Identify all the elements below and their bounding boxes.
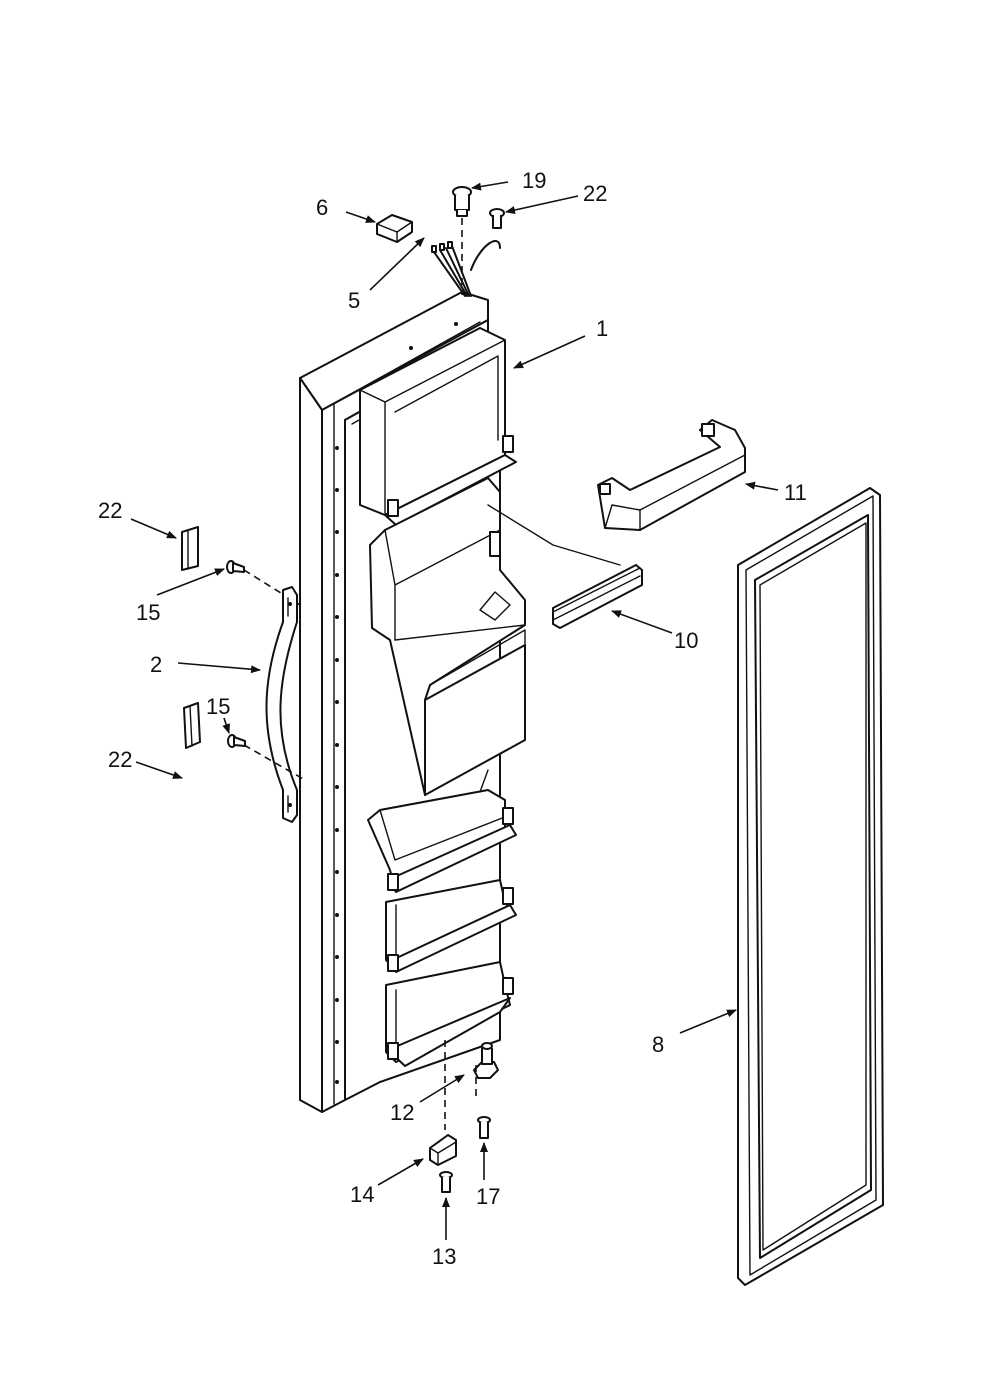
callout-17: 17 [476,1184,500,1209]
part-2-door-handle [265,586,298,823]
top-door-bin [359,327,517,526]
callout-leaders [130,181,779,1240]
callout-22-top: 22 [98,498,122,523]
lower-door-bin-1 [385,879,517,973]
callout-15-bottom: 15 [206,694,230,719]
part-11-shelf-bin [597,419,746,531]
callout-19: 22 [583,181,607,206]
part-15-bottom-screw [227,734,246,748]
part-15-top-screw [226,560,245,574]
middle-door-bin [367,769,517,893]
callout-8: 8 [652,1032,664,1057]
callout-2: 2 [150,652,162,677]
callout-22-bottom: 22 [108,747,132,772]
callout-12: 12 [390,1100,414,1125]
callout-1: 1 [596,316,608,341]
part-13-screw [439,1171,453,1193]
callout-16: 19 [522,168,546,193]
part-16-plug [452,186,472,217]
callout-13: 13 [432,1244,456,1269]
callout-15-top: 15 [136,600,160,625]
door-edge-screws [335,322,458,1084]
callout-11: 11 [784,480,807,505]
part-8-door-gasket [737,487,884,1286]
dispenser-cavity [369,477,526,796]
lower-door-bin-2 [385,961,514,1067]
door-assembly [299,291,526,1113]
part-14-hinge-bracket [429,1134,457,1166]
callout-14: 14 [350,1182,374,1207]
part-12-hinge-pin [473,1042,499,1079]
part-19-screw [489,208,505,229]
part-6-switch [376,214,413,243]
part-10-trim-rail [487,504,643,629]
callout-10: 10 [674,628,698,653]
part-22-bottom-end-cap [183,702,201,749]
callout-6: 6 [316,195,328,220]
callout-5: 5 [348,288,360,313]
part-22-top-end-cap [181,526,199,571]
part-5-wire-harness [431,240,501,297]
part-17-screw [477,1116,491,1139]
